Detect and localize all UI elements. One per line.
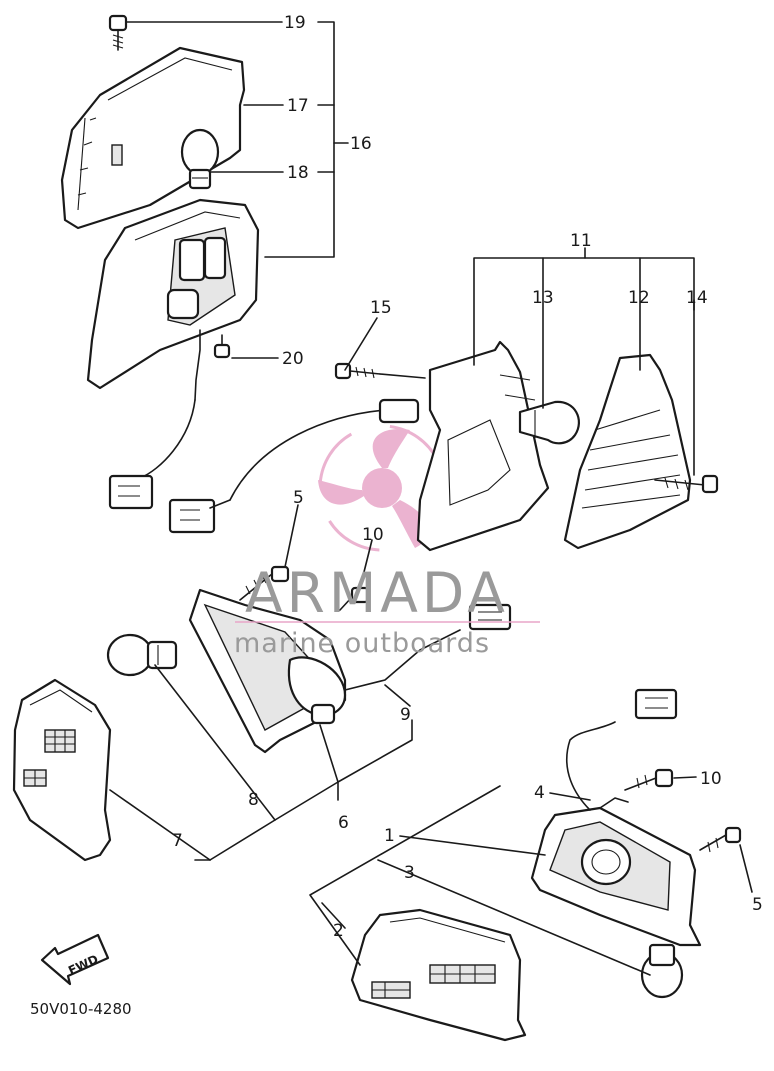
callout-5-upper: 5 bbox=[293, 488, 304, 508]
part-1-housing bbox=[530, 688, 702, 947]
part-19-screw bbox=[108, 14, 128, 51]
part-20-screw bbox=[213, 334, 231, 359]
watermark-brand: ARMADA bbox=[245, 561, 509, 625]
callout-6: 6 bbox=[338, 813, 349, 833]
callout-12: 12 bbox=[628, 288, 650, 308]
part-11-side-lamp-housing bbox=[168, 340, 550, 552]
callout-7: 7 bbox=[172, 831, 183, 851]
callout-19: 19 bbox=[284, 13, 306, 33]
part-15-screw bbox=[334, 362, 426, 380]
callout-11: 11 bbox=[570, 231, 592, 251]
leaders-lower bbox=[309, 776, 753, 976]
callout-18: 18 bbox=[287, 163, 309, 183]
callout-8: 8 bbox=[248, 790, 259, 810]
callout-5-lower: 5 bbox=[752, 895, 763, 915]
leaders-right bbox=[344, 247, 695, 476]
callout-14: 14 bbox=[686, 288, 708, 308]
callout-3: 3 bbox=[404, 863, 415, 883]
callout-20: 20 bbox=[282, 349, 304, 369]
callout-2: 2 bbox=[333, 921, 344, 941]
part-3-bulb bbox=[640, 943, 684, 999]
part-2-lens bbox=[350, 908, 527, 1042]
part-7-lens bbox=[12, 678, 112, 862]
part-18-bulb bbox=[180, 128, 220, 190]
part-5-screw-lower bbox=[699, 826, 742, 853]
watermark-tagline: marine outboards bbox=[234, 628, 490, 659]
part-6-housing bbox=[188, 588, 512, 754]
part-16-lamp-housing bbox=[86, 198, 260, 510]
callouts: 19 17 16 18 20 11 13 12 14 15 5 10 9 8 6… bbox=[172, 13, 763, 941]
callout-4: 4 bbox=[534, 783, 545, 803]
callout-13: 13 bbox=[532, 288, 554, 308]
part-8-bulb bbox=[106, 633, 178, 677]
part-10-screw-lower bbox=[624, 768, 674, 791]
part-17-upper-lens bbox=[60, 46, 246, 230]
part-14-screw bbox=[654, 474, 719, 494]
part-12-side-lens bbox=[563, 353, 692, 550]
callout-17: 17 bbox=[287, 96, 309, 116]
part-2-lens-pattern bbox=[371, 964, 496, 999]
part-7-lens-pattern bbox=[23, 729, 76, 787]
leaders-top bbox=[125, 21, 349, 359]
callout-10-lower: 10 bbox=[700, 769, 722, 789]
diagram-code: 50V010-4280 bbox=[30, 1000, 132, 1018]
part-13-bulb bbox=[518, 400, 581, 445]
callout-1: 1 bbox=[384, 826, 395, 846]
watermark-text: ARMADA marine outboards bbox=[234, 561, 540, 659]
part-5-screw-upper bbox=[239, 565, 290, 601]
callout-9: 9 bbox=[400, 705, 411, 725]
callout-16: 16 bbox=[350, 134, 372, 154]
callout-10-upper: 10 bbox=[362, 525, 384, 545]
leaders-middle bbox=[109, 504, 413, 861]
fwd-arrow: FWD bbox=[40, 933, 110, 986]
callout-15: 15 bbox=[370, 298, 392, 318]
